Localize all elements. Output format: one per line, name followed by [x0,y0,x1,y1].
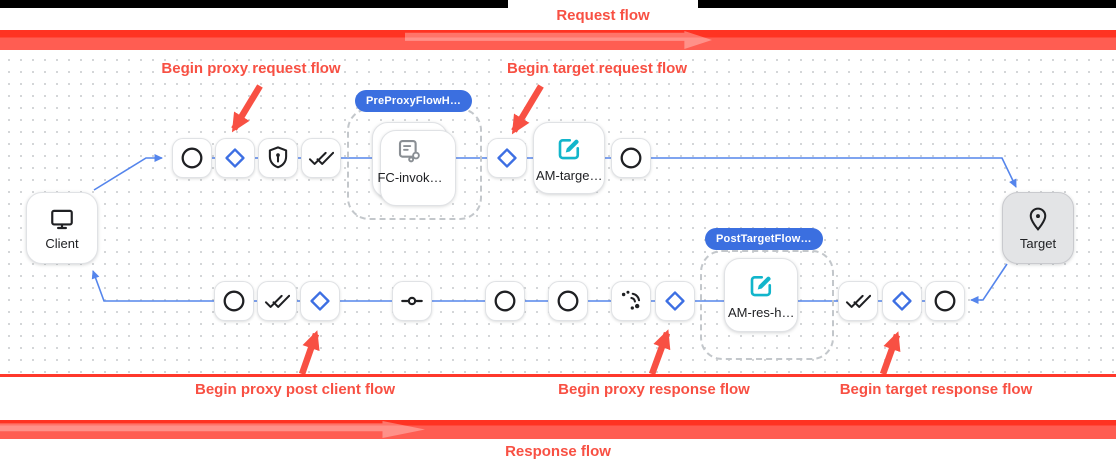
response-step-circle[interactable] [548,281,588,321]
circle-icon [181,147,203,169]
flow-callout-icon [398,139,420,162]
diamond-icon [892,291,912,311]
target-node[interactable]: Target [1002,192,1074,264]
request-step-circle[interactable] [172,138,212,178]
request-flow-label: Request flow [556,6,650,24]
am-response-policy-node[interactable]: AM-res-h… [724,258,798,332]
signal-icon [621,290,641,310]
circle-icon [494,290,516,312]
diamond-icon [225,148,245,168]
am-target-policy-label: AM-targe… [536,167,602,183]
response-step-circle[interactable] [214,281,254,321]
flow-connectors [91,154,1017,304]
request-flow-bar [0,30,1116,50]
shield-key-icon [268,146,288,169]
endpoint-icon [401,296,423,306]
proxy-flow-canvas[interactable]: Begin proxy request flow Begin target re… [0,50,1116,377]
diamond-icon [497,148,517,168]
double-check-icon [308,151,334,165]
post-target-flowhook-group[interactable] [700,250,834,360]
place-icon [1029,207,1047,231]
response-flow-label: Response flow [505,443,611,460]
circle-icon [223,290,245,312]
circle-icon [557,290,579,312]
target-node-label: Target [1019,235,1057,251]
connector-client-to-request-row [93,154,163,191]
response-step-signal[interactable] [611,281,651,321]
client-node-label: Client [45,235,79,251]
begin-proxy-post-client-label: Begin proxy post client flow [194,381,396,398]
monitor-icon [51,209,73,229]
response-step-diamond[interactable] [655,281,695,321]
begin-target-response-label: Begin target response flow [839,381,1033,398]
post-target-flowhook-badge[interactable]: PostTargetFlow… [705,228,823,250]
edit-icon [558,138,580,159]
request-step-double-check[interactable] [301,138,341,178]
double-check-icon [264,294,290,308]
am-response-policy-label: AM-res-h… [728,304,794,320]
connector-target-to-response-row [970,263,1008,304]
fc-invoke-policy-node[interactable]: FC-invok… [372,122,456,206]
pre-proxy-flowhook-badge[interactable]: PreProxyFlowH… [355,90,473,112]
double-check-icon [845,294,871,308]
response-step-circle[interactable] [485,281,525,321]
response-step-diamond[interactable] [882,281,922,321]
am-target-policy-node[interactable]: AM-targe… [533,122,605,194]
begin-proxy-request-label: Begin proxy request flow [161,60,341,77]
fc-invoke-policy-label: FC-invok… [377,169,443,185]
response-step-endpoint[interactable] [392,281,432,321]
request-step-diamond[interactable] [487,138,527,178]
request-step-circle[interactable] [611,138,651,178]
response-flow-bar [0,420,1116,439]
begin-target-request-label: Begin target request flow [506,60,688,77]
request-step-shield-key[interactable] [258,138,298,178]
response-step-circle[interactable] [925,281,965,321]
diamond-icon [310,291,330,311]
response-step-double-check[interactable] [257,281,297,321]
client-node[interactable]: Client [26,192,98,264]
response-step-diamond[interactable] [300,281,340,321]
request-step-diamond[interactable] [215,138,255,178]
circle-icon [934,290,956,312]
circle-icon [620,147,642,169]
request-flow-label-box: Request flow [508,0,698,30]
begin-proxy-response-label: Begin proxy response flow [558,381,750,398]
response-step-double-check[interactable] [838,281,878,321]
diamond-icon [665,291,685,311]
edit-icon [750,275,772,296]
